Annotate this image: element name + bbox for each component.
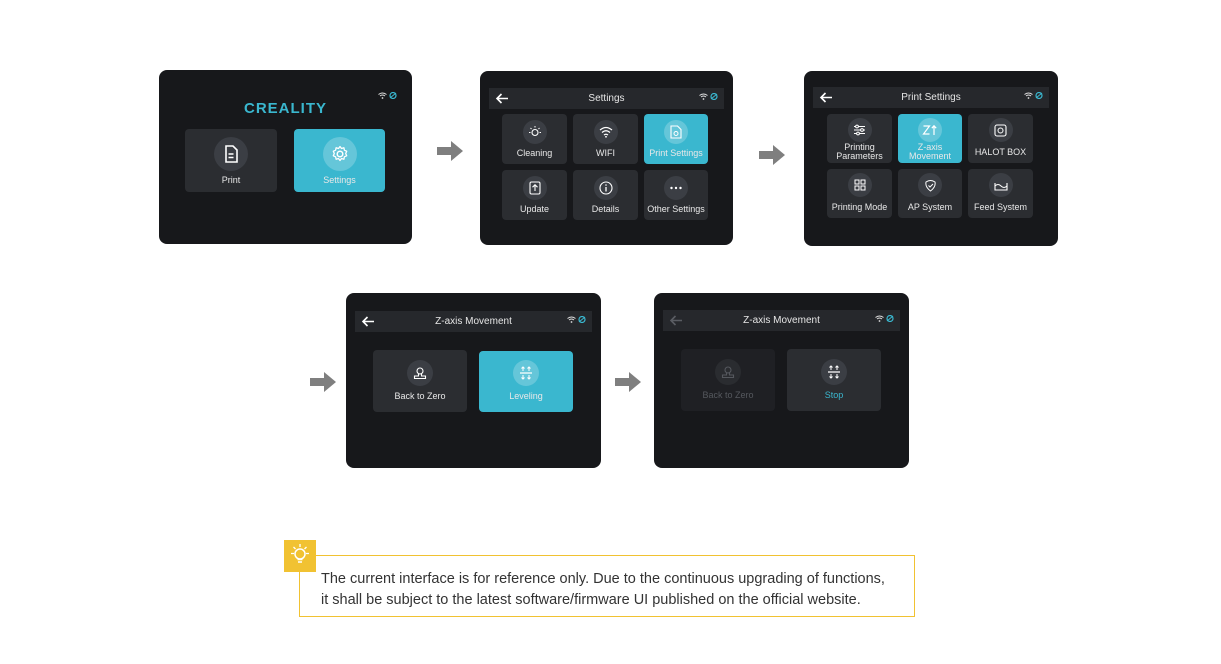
tile-label-line2: Parameters <box>836 151 883 161</box>
tile-printing-parameters[interactable]: Printing Parameters <box>827 114 892 163</box>
tile-label: WIFI <box>596 148 615 158</box>
feed-icon <box>988 173 1013 197</box>
tile-other-settings[interactable]: Other Settings <box>644 170 708 220</box>
connection-icon <box>710 93 718 100</box>
screen-settings: Settings Cleaning WIFI Print Settings Up… <box>480 71 733 245</box>
tile-update[interactable]: Update <box>502 170 567 220</box>
ap-icon <box>918 173 942 197</box>
tile-label: Stop <box>824 390 844 400</box>
tile-halot-box[interactable]: HALOT BOX <box>968 114 1033 163</box>
brand-logo: CREALITY <box>244 100 327 117</box>
home-icon <box>715 359 741 385</box>
wifi-icon <box>567 316 576 323</box>
note-line-2: it shall be subject to the latest softwa… <box>321 592 861 608</box>
screen-home: CREALITY Print Settings <box>159 70 412 244</box>
bulb-icon <box>522 120 547 144</box>
back-arrow-icon[interactable] <box>495 91 510 106</box>
update-icon <box>522 176 547 200</box>
page-title: Settings <box>588 93 625 104</box>
top-bar: Settings <box>489 88 724 109</box>
page-title: Print Settings <box>901 92 961 103</box>
wifi-icon <box>1024 92 1033 99</box>
tile-label: Cleaning <box>516 148 553 158</box>
reference-note: The current interface is for reference o… <box>299 555 915 617</box>
page-title: Z-axis Movement <box>743 315 820 326</box>
screen-z-axis-movement: Z-axis Movement Back to Zero Leveling <box>346 293 601 468</box>
lightbulb-icon <box>284 540 316 572</box>
tile-label: Details <box>591 204 620 214</box>
status-icons <box>567 316 586 323</box>
top-bar: Z-axis Movement <box>663 310 900 331</box>
tile-feed-system[interactable]: Feed System <box>968 169 1033 218</box>
wifi-icon <box>699 93 708 100</box>
tile-label: AP System <box>907 202 953 212</box>
flow-arrow-icon <box>437 141 463 161</box>
flow-arrow-icon <box>310 372 336 392</box>
tile-label: Back to Zero <box>394 391 446 401</box>
grid-icon <box>847 173 872 197</box>
tile-label: Update <box>519 204 550 214</box>
tile-label: Print <box>221 175 241 185</box>
flow-arrow-icon <box>759 145 785 165</box>
tile-label: Other Settings <box>647 204 705 214</box>
tile-label-line1: Z-axis <box>917 142 943 152</box>
back-arrow-icon <box>669 315 682 326</box>
back-arrow-icon[interactable] <box>819 90 834 105</box>
tile-label: Leveling <box>509 391 543 401</box>
note-text: The current interface is for reference o… <box>321 569 885 611</box>
tile-leveling[interactable]: Leveling <box>479 351 573 412</box>
status-icons <box>699 93 718 100</box>
top-bar: Z-axis Movement <box>355 311 592 332</box>
tile-label: Printing Mode <box>831 202 888 212</box>
connection-icon <box>1035 92 1043 99</box>
wifi-icon <box>378 92 387 99</box>
gear-icon <box>322 137 357 171</box>
sliders-icon <box>847 118 872 142</box>
more-icon <box>664 176 688 200</box>
tile-back-to-zero[interactable]: Back to Zero <box>373 350 467 412</box>
status-icons <box>875 315 894 322</box>
connection-icon <box>578 316 586 323</box>
status-icons <box>1024 92 1043 99</box>
tile-label-line1: Printing <box>844 142 875 152</box>
tile-label: Print Settings <box>649 148 703 158</box>
page-title: Z-axis Movement <box>435 316 512 327</box>
leveling-icon <box>821 359 847 385</box>
tile-label: Back to Zero <box>702 390 754 400</box>
z-axis-icon <box>918 118 942 142</box>
wifi-icon <box>875 315 884 322</box>
wifi-icon <box>593 120 618 144</box>
tile-z-axis-movement[interactable]: Z-axis Movement <box>898 114 962 163</box>
tile-label-line2: Movement <box>908 151 952 161</box>
home-icon <box>407 360 433 386</box>
box-icon <box>988 118 1013 142</box>
leveling-icon <box>513 360 539 386</box>
tile-printing-mode[interactable]: Printing Mode <box>827 169 892 218</box>
back-arrow-icon[interactable] <box>361 314 376 329</box>
tile-cleaning[interactable]: Cleaning <box>502 114 567 164</box>
tile-label: Settings <box>323 175 356 185</box>
flow-arrow-icon <box>615 372 641 392</box>
tile-stop[interactable]: Stop <box>787 349 881 411</box>
connection-icon <box>886 315 894 322</box>
tile-print-settings[interactable]: Print Settings <box>644 114 708 164</box>
status-icons <box>378 92 397 99</box>
tile-wifi[interactable]: WIFI <box>573 114 638 164</box>
top-bar: Print Settings <box>813 87 1049 108</box>
tile-back-to-zero-disabled: Back to Zero <box>681 349 775 411</box>
tile-print[interactable]: Print <box>185 129 277 192</box>
print-settings-icon <box>664 120 688 144</box>
tile-ap-system[interactable]: AP System <box>898 169 962 218</box>
tile-label: Feed System <box>973 202 1028 212</box>
screen-print-settings: Print Settings Printing Parameters Z-axi… <box>804 71 1058 246</box>
tile-settings[interactable]: Settings <box>294 129 385 192</box>
tile-details[interactable]: Details <box>573 170 638 220</box>
tile-label: HALOT BOX <box>974 147 1027 157</box>
info-icon <box>593 176 618 200</box>
document-icon <box>214 137 248 171</box>
screen-z-axis-movement-running: Z-axis Movement Back to Zero Stop <box>654 293 909 468</box>
connection-icon <box>389 92 397 99</box>
note-line-1: The current interface is for reference o… <box>321 571 885 587</box>
